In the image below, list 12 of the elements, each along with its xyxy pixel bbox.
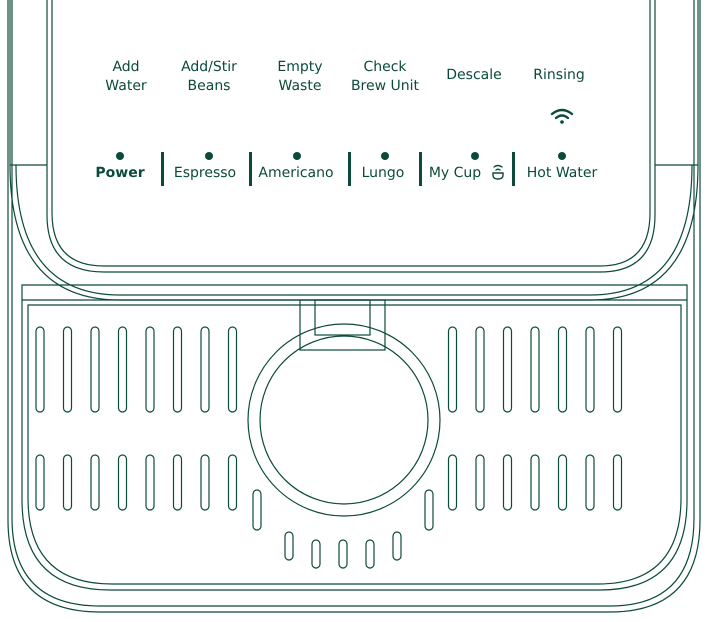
button-label: Espresso bbox=[172, 164, 238, 183]
button-label: Hot Water bbox=[526, 164, 598, 183]
button-label: My Cup bbox=[428, 164, 482, 183]
status-label: Add/Stir Beans bbox=[180, 58, 238, 96]
status-label: Check Brew Unit bbox=[350, 58, 420, 96]
button-label: Power bbox=[94, 164, 146, 183]
status-label: Rinsing bbox=[532, 66, 586, 85]
status-label: Add Water bbox=[104, 58, 148, 96]
button-label: Lungo bbox=[360, 164, 406, 183]
button-label: Americano bbox=[257, 164, 335, 183]
status-label: Descale bbox=[445, 66, 503, 85]
status-label: Empty Waste bbox=[276, 58, 324, 96]
